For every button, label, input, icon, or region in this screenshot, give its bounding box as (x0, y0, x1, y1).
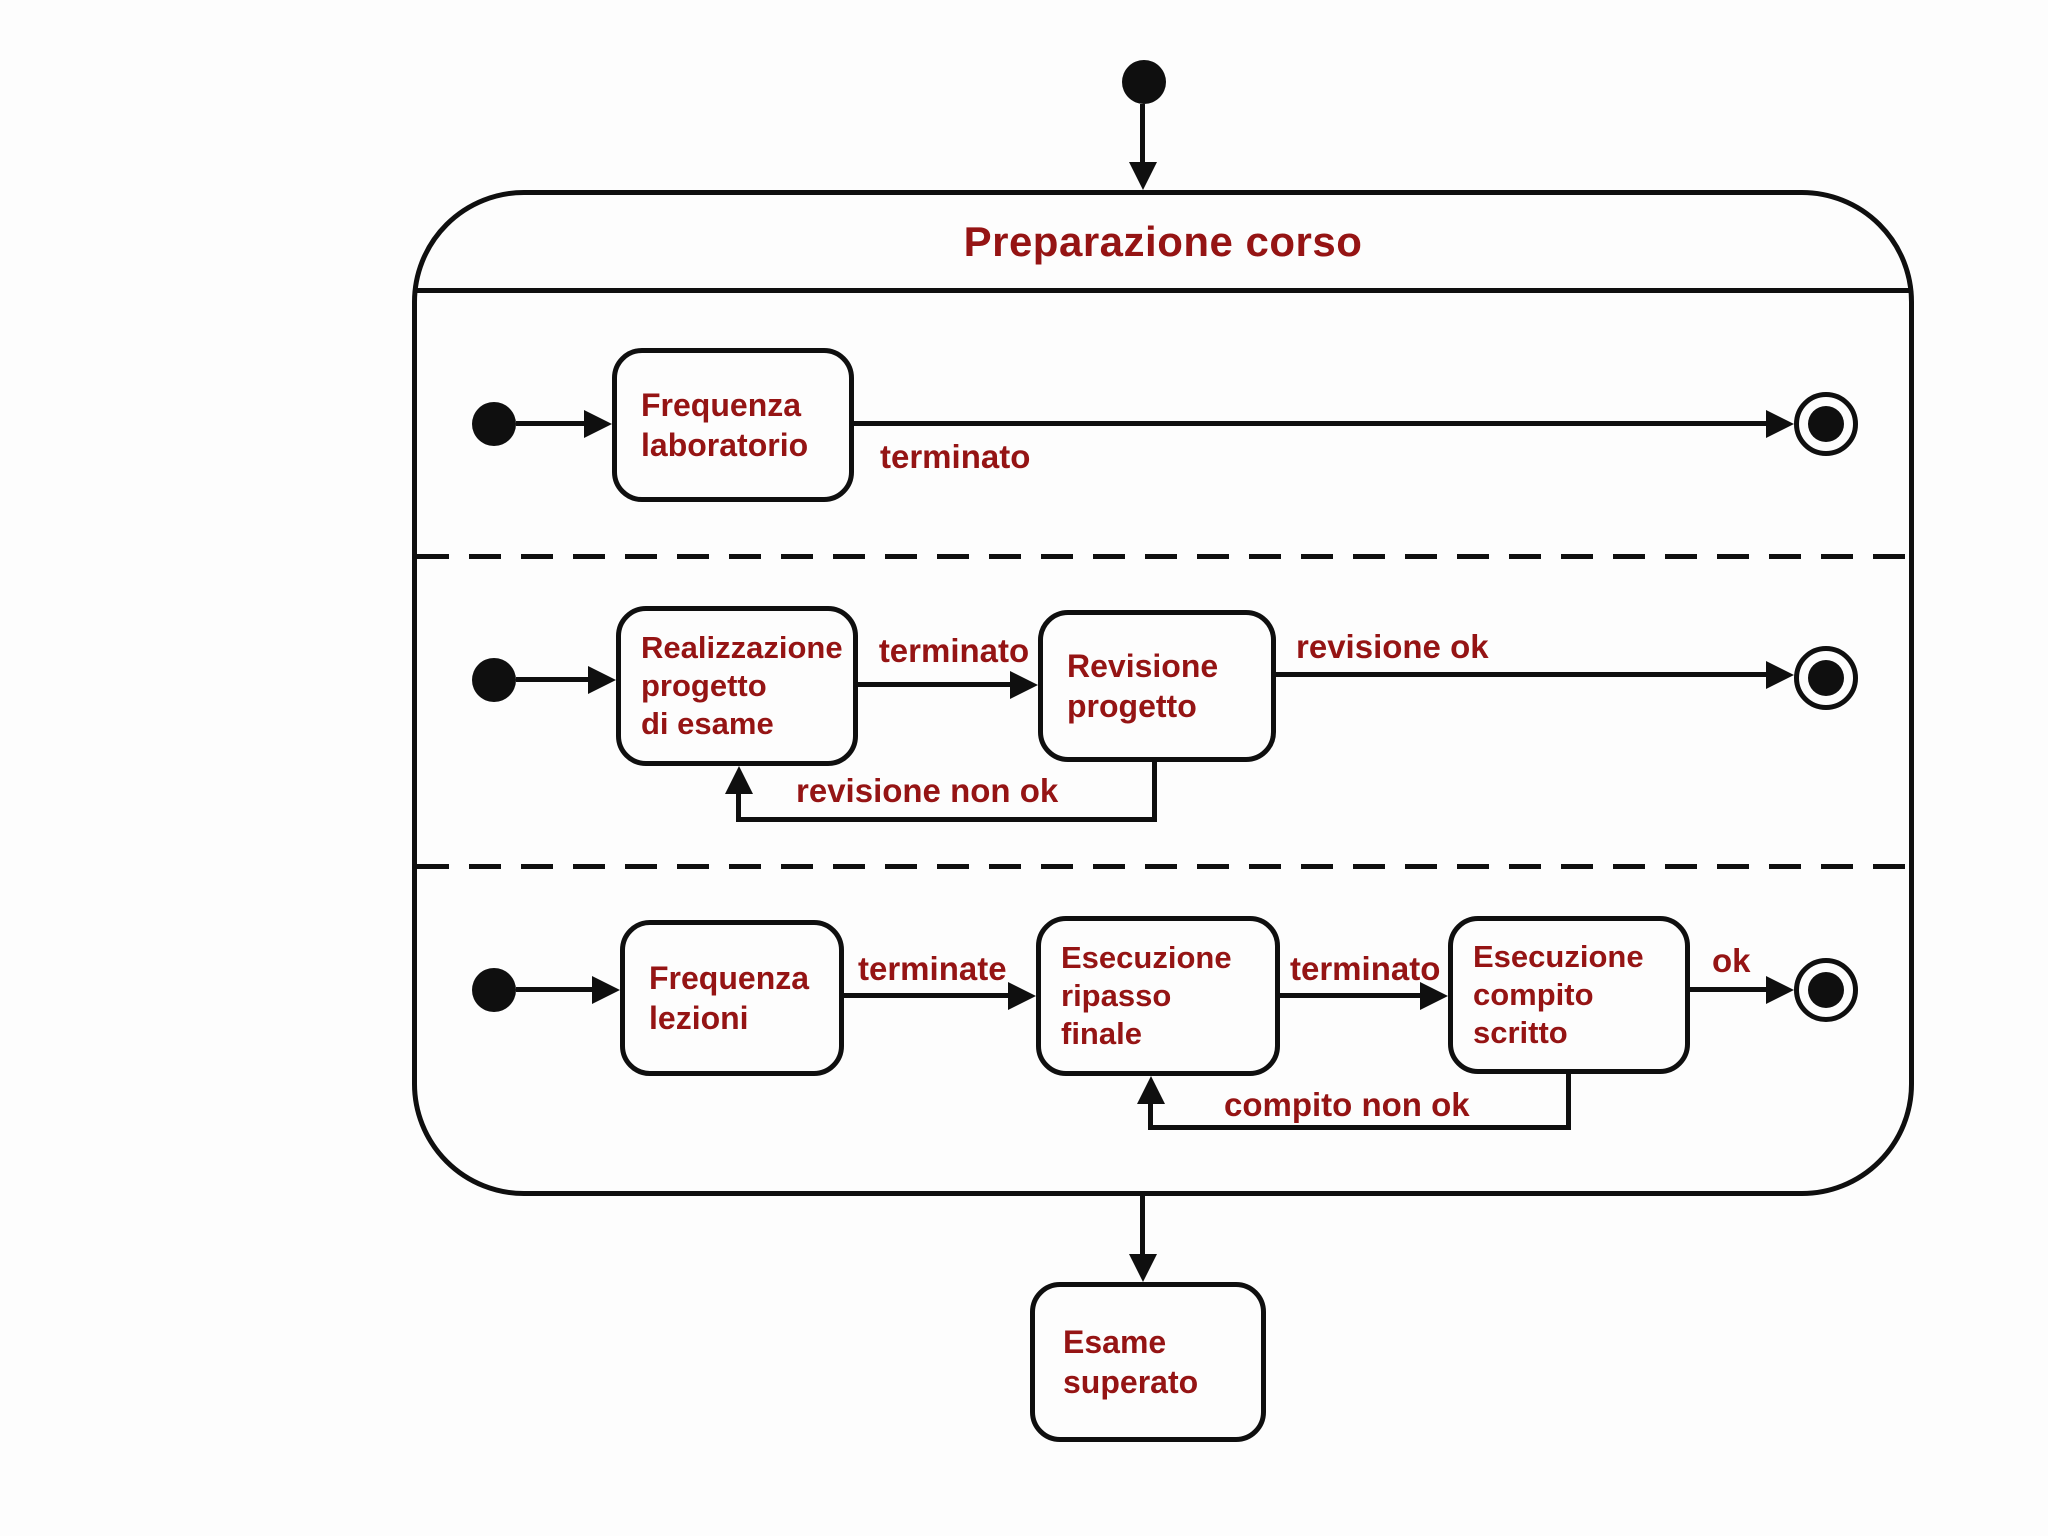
region2-terminato-arrow-line (858, 682, 1010, 687)
loop-revisione-arrow-head-icon (725, 766, 753, 794)
state-label: Frequenza lezioni (649, 960, 810, 1036)
loop-compito-up-line (1148, 1102, 1153, 1130)
state-revisione-progetto: Revisione progetto (1038, 610, 1276, 762)
transition-label-terminato: terminato (878, 632, 1030, 669)
loop-revisione-down-line (1152, 762, 1157, 822)
state-esecuzione-ripasso-finale: Esecuzione ripasso finale (1036, 916, 1280, 1076)
state-label: Realizzazione progetto di esame (641, 630, 843, 741)
region-divider-2 (417, 864, 1909, 869)
region3-terminate-arrow-head-icon (1008, 982, 1036, 1010)
transition-label-compito-non-ok: compito non ok (1224, 1086, 1470, 1123)
transition-label-ok: ok (1712, 942, 1751, 979)
transition-label-terminate: terminate (858, 950, 1007, 987)
state-frequenza-lezioni: Frequenza lezioni (620, 920, 844, 1076)
region2-final-state (1794, 646, 1858, 710)
region2-initial-state-dot (472, 658, 516, 702)
composite-state-title: Preparazione corso (963, 218, 1363, 265)
transition-label-revisione-non-ok: revisione non ok (796, 772, 1059, 809)
loop-revisione-horizontal-line (736, 817, 1157, 822)
region1-final-state (1794, 392, 1858, 456)
state-label: Revisione progetto (1067, 648, 1219, 724)
region2-start-arrow-line (516, 677, 590, 682)
region3-initial-state-dot (472, 968, 516, 1012)
loop-compito-horizontal-line (1148, 1125, 1571, 1130)
initial-state-dot (1122, 60, 1166, 104)
composite-state (412, 190, 1914, 1196)
region1-final-state-core (1808, 406, 1844, 442)
region3-ok-arrow-line (1690, 987, 1766, 992)
region2-revisione-ok-arrow-head-icon (1766, 661, 1794, 689)
loop-compito-down-line (1566, 1074, 1571, 1130)
transition-label-revisione-ok: revisione ok (1296, 628, 1489, 665)
region2-start-arrow-head-icon (588, 666, 616, 694)
transition-label-terminato: terminato (880, 438, 1031, 475)
region3-ok-arrow-head-icon (1766, 976, 1794, 1004)
loop-compito-arrow-head-icon (1137, 1076, 1165, 1104)
region3-start-arrow-head-icon (592, 976, 620, 1004)
region1-start-arrow-line (516, 421, 588, 426)
state-label: Esame superato (1063, 1324, 1199, 1400)
exit-arrow-line (1140, 1194, 1145, 1256)
transition-label-terminato: terminato (1290, 950, 1441, 987)
region3-terminate-arrow-line (844, 993, 1008, 998)
exit-arrow-head-icon (1129, 1254, 1157, 1282)
state-label: Esecuzione compito scritto (1473, 939, 1644, 1050)
state-esame-superato: Esame superato (1030, 1282, 1266, 1442)
region1-terminato-arrow-line (854, 421, 1766, 426)
region-divider-1 (417, 554, 1909, 559)
region1-start-arrow-head-icon (584, 410, 612, 438)
region1-initial-state-dot (472, 402, 516, 446)
region3-terminato-arrow-head-icon (1420, 982, 1448, 1010)
state-label: Esecuzione ripasso finale (1061, 940, 1232, 1051)
state-label: Frequenza laboratorio (641, 387, 809, 463)
state-esecuzione-compito-scritto: Esecuzione compito scritto (1448, 916, 1690, 1074)
region2-final-state-core (1808, 660, 1844, 696)
region2-terminato-arrow-head-icon (1010, 671, 1038, 699)
region3-start-arrow-line (516, 987, 592, 992)
loop-revisione-up-line (736, 792, 741, 822)
state-frequenza-laboratorio: Frequenza laboratorio (612, 348, 854, 502)
region3-final-state-core (1808, 972, 1844, 1008)
entry-arrow-line (1140, 104, 1145, 164)
title-divider (417, 288, 1909, 293)
region1-terminato-arrow-head-icon (1766, 410, 1794, 438)
state-realizzazione-progetto: Realizzazione progetto di esame (616, 606, 858, 766)
entry-arrow-head-icon (1129, 162, 1157, 190)
region3-terminato-arrow-line (1280, 993, 1420, 998)
region2-revisione-ok-arrow-line (1276, 672, 1766, 677)
